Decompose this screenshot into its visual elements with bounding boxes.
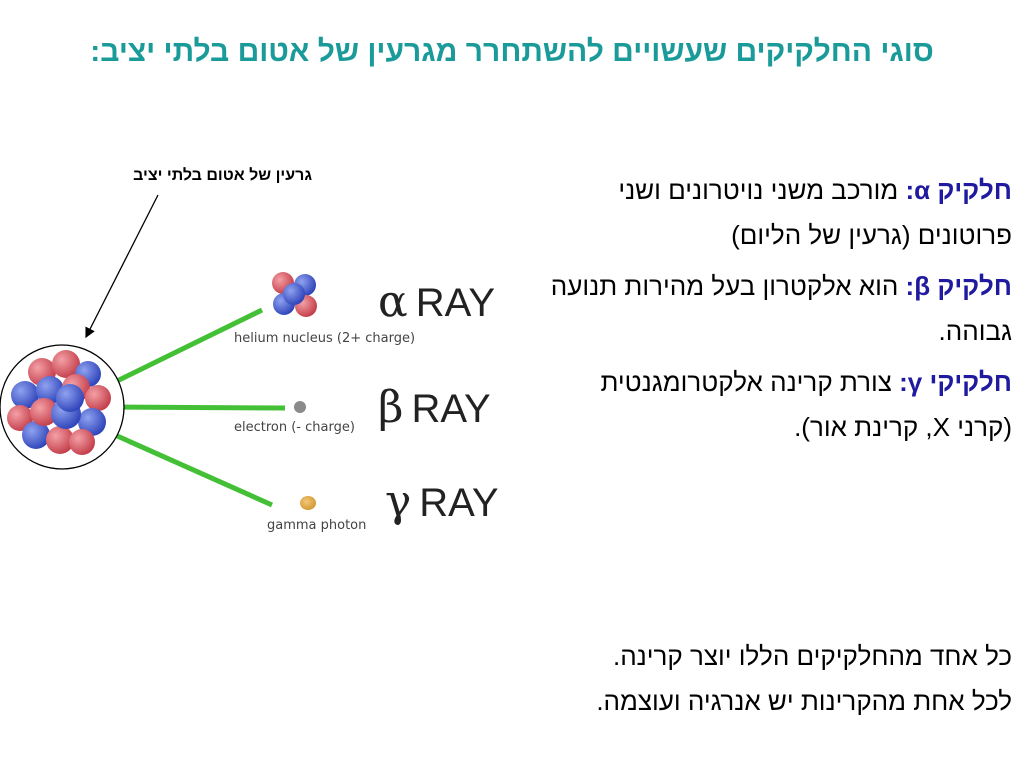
slide-title: סוגי החלקיקים שעשויים להשתחרר מגרעין של … — [90, 35, 934, 68]
nucleus-label: גרעין של אטום בלתי יציב — [133, 167, 312, 184]
summary-text: כל אחד מהחלקיקים הללו יוצר קרינה. לכל אח… — [412, 634, 1012, 724]
beta-beam — [114, 404, 286, 411]
summary-line-1: כל אחד מהחלקיקים הללו יוצר קרינה. — [612, 641, 1012, 671]
nucleus-cluster — [7, 350, 111, 455]
beta-ray-text: RAY — [411, 387, 491, 431]
alpha-desc-text: מורכב משני נויטרונים ושני פרוטונים (גרעי… — [618, 175, 1012, 250]
alpha-particle-caption: helium nucleus (2+ charge) — [234, 331, 416, 346]
gamma-desc-text: צורת קרינה אלקטרומגנטית (קרני X, קרינת א… — [600, 367, 1012, 442]
diagram-graphics — [0, 194, 317, 510]
beta-symbol: β — [378, 382, 404, 433]
beta-desc-text: הוא אלקטרון בעל מהירות תנועה גבוהה. — [550, 271, 1012, 346]
gamma-particle-caption: gamma photon — [267, 518, 367, 533]
beta-particle-caption: electron (- charge) — [234, 420, 355, 435]
alpha-beam — [113, 307, 264, 385]
alpha-ray-text: RAY — [415, 281, 495, 325]
gamma-symbol: γ — [385, 476, 412, 527]
gamma-ray-text: RAY — [419, 481, 499, 525]
alpha-description: חלקיק α: מורכב משני נויטרונים ושני פרוטו… — [542, 168, 1012, 258]
electron-icon — [294, 401, 306, 413]
beta-description: חלקיק β: הוא אלקטרון בעל מהירות תנועה גב… — [542, 264, 1012, 354]
alpha-symbol: α — [378, 276, 408, 327]
alpha-term: חלקיק α: — [905, 175, 1012, 205]
particle-descriptions: חלקיק α: מורכב משני נויטרונים ושני פרוטו… — [542, 168, 1012, 456]
gamma-photon-icon — [300, 496, 316, 510]
gamma-description: חלקיקי γ: צורת קרינה אלקטרומגנטית (קרני … — [542, 360, 1012, 450]
gamma-beam — [113, 432, 274, 508]
summary-line-2: לכל אחת מהקרינות יש אנרגיה ועוצמה. — [596, 686, 1012, 716]
helium-nucleus-icon — [272, 272, 317, 317]
gamma-term: חלקיקי γ: — [899, 367, 1012, 397]
beta-term: חלקיק β: — [905, 271, 1012, 301]
pointer-arrow — [85, 194, 159, 339]
